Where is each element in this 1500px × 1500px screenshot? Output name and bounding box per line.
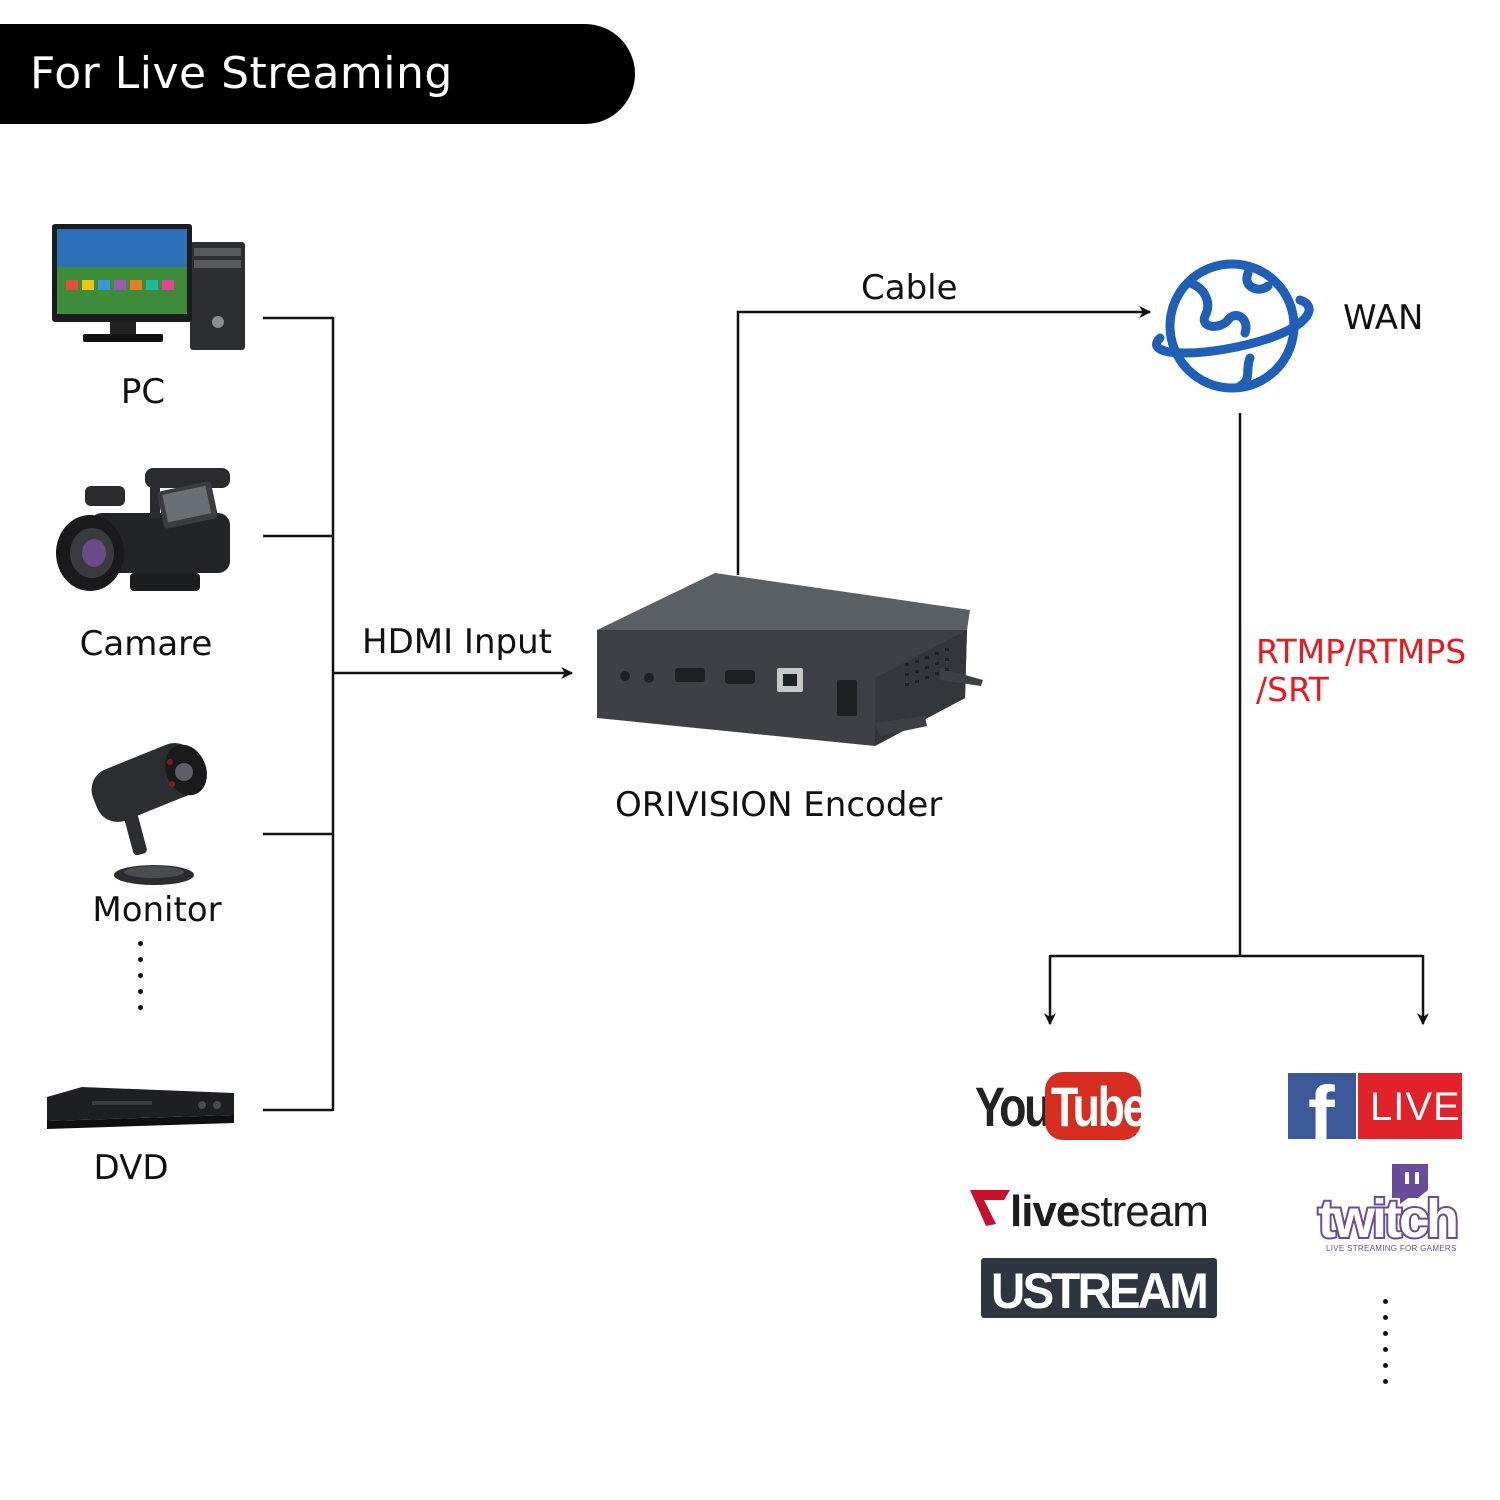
livestream-mark-icon: [970, 1190, 1010, 1226]
twitch-chat-icon: [1392, 1164, 1428, 1204]
livestream-logo: livestream: [1010, 1187, 1209, 1237]
live-badge-text: LIVE: [1370, 1085, 1461, 1129]
facebook-f-icon: f: [1308, 1070, 1335, 1159]
youtube-logo-tube: Tube: [1051, 1075, 1147, 1138]
livestream-logo-live: live: [1010, 1187, 1080, 1236]
protocol-label: RTMP/RTMPS /SRT: [1256, 633, 1466, 709]
source-label-pc: PC: [120, 372, 166, 412]
more-platforms-ellipsis: [1383, 1299, 1389, 1395]
protocol-label-line1: RTMP/RTMPS: [1256, 632, 1467, 671]
live-badge: LIVE: [1358, 1073, 1462, 1139]
cable-label: Cable: [861, 268, 958, 308]
youtube-logo: You Tube: [975, 1072, 1147, 1142]
twitch-tagline: LIVE STREAMING FOR GAMERS: [1326, 1244, 1457, 1253]
protocol-label-line2: /SRT: [1256, 670, 1329, 709]
ustream-logo: USTREAM: [981, 1258, 1217, 1319]
wan-label: WAN: [1343, 298, 1424, 338]
page-title: For Live Streaming: [30, 48, 453, 99]
dvd-player-icon: [47, 1087, 234, 1129]
source-label-camare: Camare: [79, 624, 213, 664]
pc-icon: [52, 224, 245, 350]
camcorder-icon: [56, 468, 230, 591]
security-camera-icon: [91, 743, 207, 885]
source-label-dvd: DVD: [93, 1148, 169, 1188]
youtube-logo-you: You: [975, 1075, 1051, 1138]
globe-icon: [1152, 259, 1314, 393]
encoder-label: ORIVISION Encoder: [615, 785, 943, 825]
hdmi-input-label: HDMI Input: [362, 622, 552, 662]
more-sources-ellipsis: [138, 941, 144, 1021]
header-banner: [0, 24, 635, 124]
encoder-device-image: [597, 573, 983, 746]
source-label-monitor: Monitor: [92, 890, 222, 930]
ustream-logo-text: USTREAM: [991, 1263, 1209, 1319]
livestream-logo-stream: stream: [1079, 1187, 1208, 1236]
twitch-logo: twitch: [1316, 1187, 1461, 1251]
facebook-logo: f: [1288, 1070, 1356, 1159]
youtube-logo-box: [1045, 1072, 1141, 1140]
